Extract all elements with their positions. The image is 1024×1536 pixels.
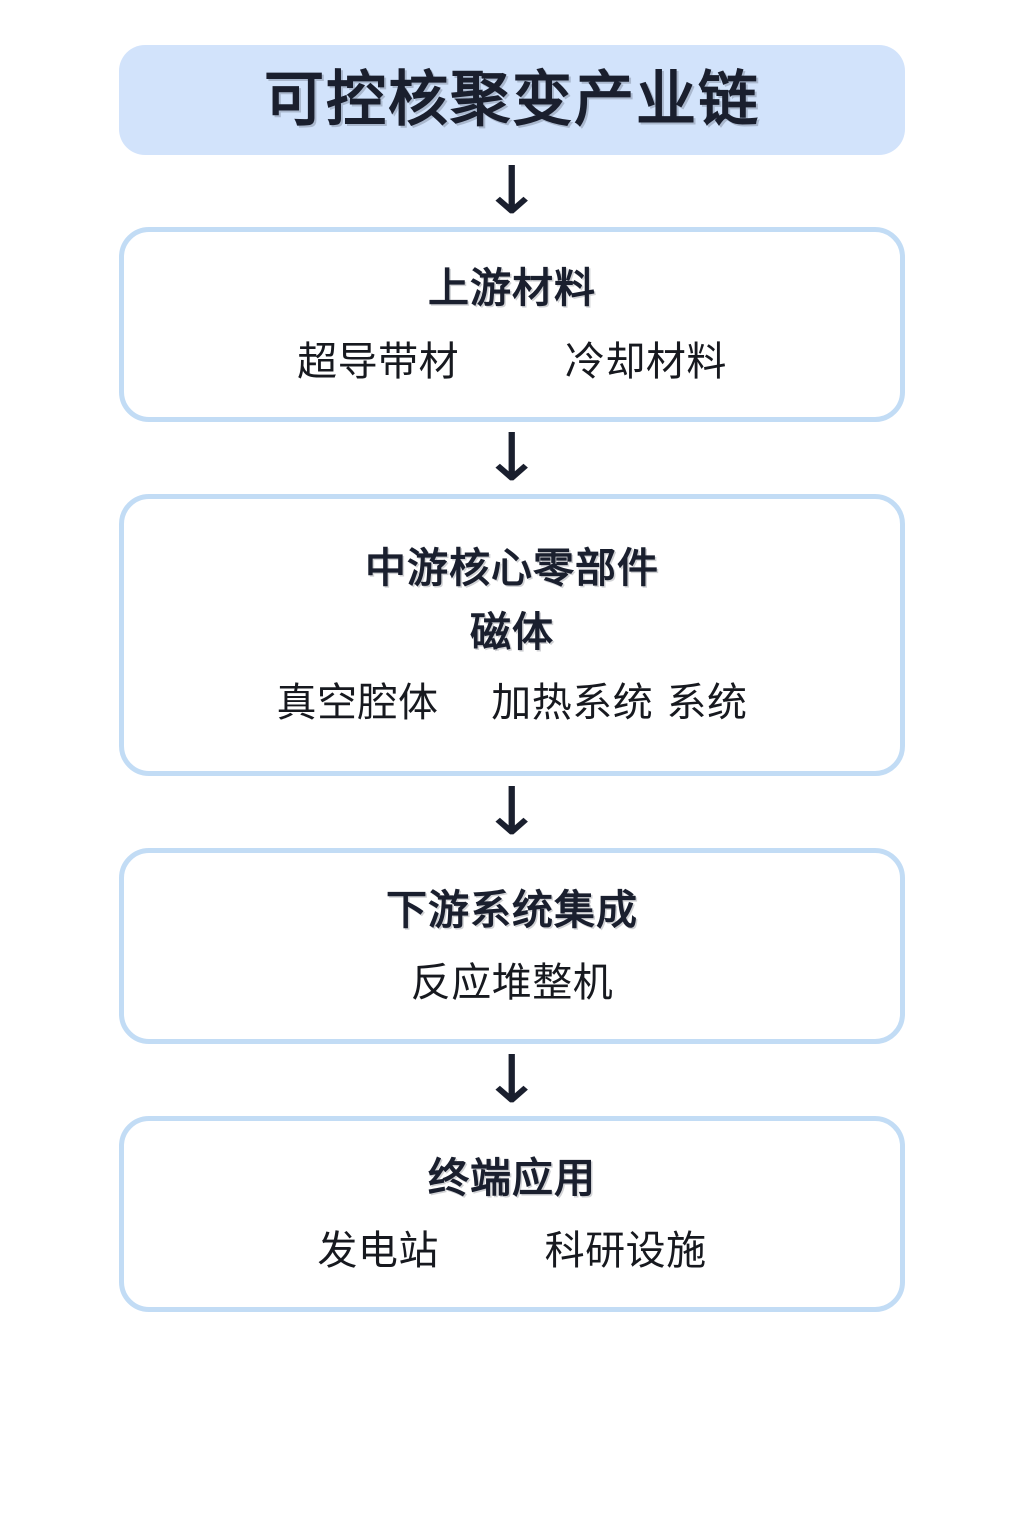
stage-heading-midstream: 中游核心零部件	[365, 543, 659, 592]
flow-arrow-midstream-to-downstream: ↓	[0, 776, 1024, 848]
stage-items-upstream: 超导带材 冷却材料	[297, 338, 727, 385]
stage-box-midstream[interactable]: 中游核心零部件 磁体 真空腔体 加热系统 系统	[119, 494, 905, 776]
down-arrow-icon: ↓	[480, 773, 544, 850]
stage-heading-enduse: 终端应用	[428, 1153, 596, 1202]
stage-box-upstream[interactable]: 上游材料 超导带材 冷却材料	[119, 227, 905, 422]
page-title: 可控核聚变产业链	[264, 65, 760, 135]
chart-title-banner: 可控核聚变产业链	[119, 45, 905, 155]
stage-items-midstream: 真空腔体 加热系统 系统	[276, 680, 748, 727]
flow-arrow-downstream-to-enduse: ↓	[0, 1044, 1024, 1116]
stage-items-downstream: 反应堆整机	[410, 960, 614, 1007]
stage-subheading-midstream: 磁体	[470, 608, 554, 656]
stage-items-enduse: 发电站 科研设施	[317, 1228, 707, 1275]
stage-box-downstream[interactable]: 下游系统集成 反应堆整机	[119, 848, 905, 1044]
flow-arrow-title-to-upstream: ↓	[0, 155, 1024, 227]
stage-heading-downstream: 下游系统集成	[386, 885, 638, 934]
stage-heading-upstream: 上游材料	[428, 264, 596, 313]
flow-arrow-upstream-to-midstream: ↓	[0, 422, 1024, 494]
down-arrow-icon: ↓	[480, 152, 544, 229]
down-arrow-icon: ↓	[480, 1041, 544, 1118]
down-arrow-icon: ↓	[480, 419, 544, 496]
stage-box-enduse[interactable]: 终端应用 发电站 科研设施	[119, 1116, 905, 1312]
